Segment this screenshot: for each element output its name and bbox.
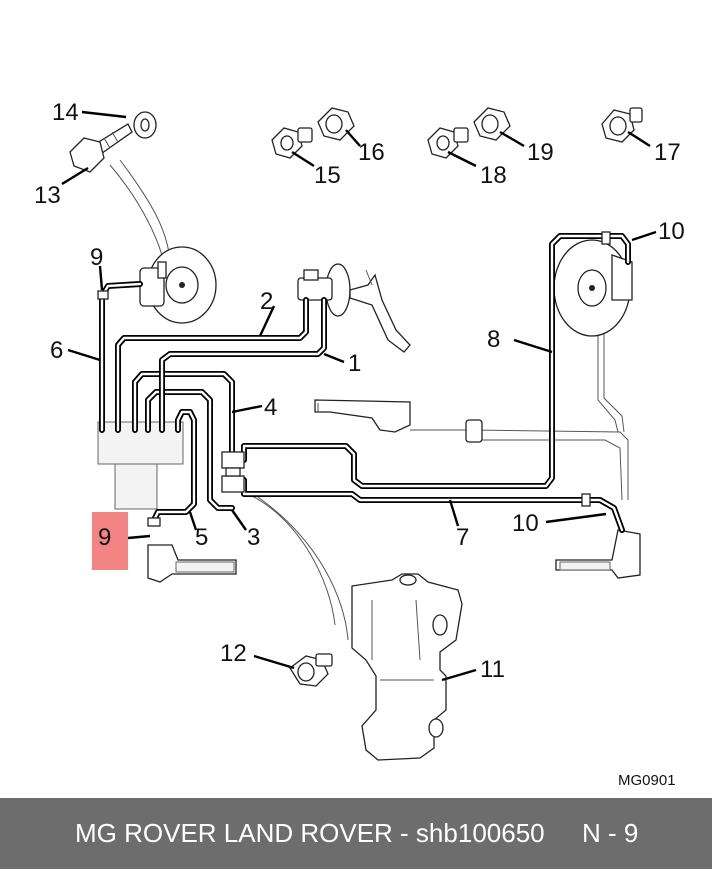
callout-12: 12 bbox=[220, 640, 247, 667]
leader-lines bbox=[61, 110, 657, 682]
callout-2: 2 bbox=[260, 288, 273, 315]
callout-9-highlight: 9 bbox=[98, 524, 111, 551]
nut-18 bbox=[427, 127, 469, 159]
callout-10-top: 10 bbox=[658, 218, 685, 245]
valve-block bbox=[221, 451, 245, 493]
callout-17: 17 bbox=[654, 139, 681, 166]
nut-15 bbox=[271, 127, 313, 159]
drawing-code: MG0901 bbox=[618, 772, 676, 789]
callout-7: 7 bbox=[456, 524, 469, 551]
reference-lines bbox=[109, 159, 629, 641]
abs-modulator bbox=[97, 421, 184, 510]
footer-bar: MG ROVER LAND ROVER - shb100650 N - 9 bbox=[0, 798, 712, 869]
washer-14 bbox=[133, 111, 157, 139]
brake-servo-pedal bbox=[297, 263, 411, 353]
cable-junction bbox=[465, 419, 483, 443]
nut-17 bbox=[601, 107, 643, 143]
callout-1: 1 bbox=[348, 350, 361, 377]
callout-9-top: 9 bbox=[90, 244, 103, 271]
callout-15: 15 bbox=[314, 162, 341, 189]
callout-10-bottom: 10 bbox=[512, 510, 539, 537]
pipe-clips bbox=[97, 231, 611, 527]
bolt-13 bbox=[69, 123, 133, 173]
handbrake-lever bbox=[314, 399, 411, 433]
callout-18: 18 bbox=[480, 162, 507, 189]
callout-19: 19 bbox=[527, 139, 554, 166]
callout-16: 16 bbox=[358, 139, 385, 166]
footer-ref: N - 9 bbox=[582, 818, 639, 848]
pressure-valve bbox=[351, 573, 463, 761]
front-left-brake bbox=[139, 246, 217, 324]
callout-13: 13 bbox=[34, 182, 61, 209]
callout-8: 8 bbox=[487, 326, 500, 353]
callout-4: 4 bbox=[264, 394, 277, 421]
callout-14: 14 bbox=[52, 99, 79, 126]
rear-right-brake bbox=[553, 239, 633, 337]
left-rear-caliper bbox=[147, 544, 237, 583]
callouts: 14 13 15 16 18 19 17 9 6 2 1 4 8 10 5 3 … bbox=[34, 99, 685, 789]
brake-pipe-diagram: 14 13 15 16 18 19 17 9 6 2 1 4 8 10 5 3 … bbox=[34, 99, 685, 789]
footer-brand-part: MG ROVER LAND ROVER - shb100650 bbox=[75, 818, 545, 848]
callout-3: 3 bbox=[247, 524, 260, 551]
bolt-12 bbox=[289, 653, 333, 687]
callout-11: 11 bbox=[480, 656, 505, 683]
highlight-box bbox=[92, 512, 128, 570]
nut-16 bbox=[317, 107, 355, 141]
right-rear-caliper bbox=[555, 529, 641, 579]
brake-pipes bbox=[99, 233, 631, 533]
callout-5: 5 bbox=[195, 524, 208, 551]
callout-6: 6 bbox=[50, 337, 63, 364]
